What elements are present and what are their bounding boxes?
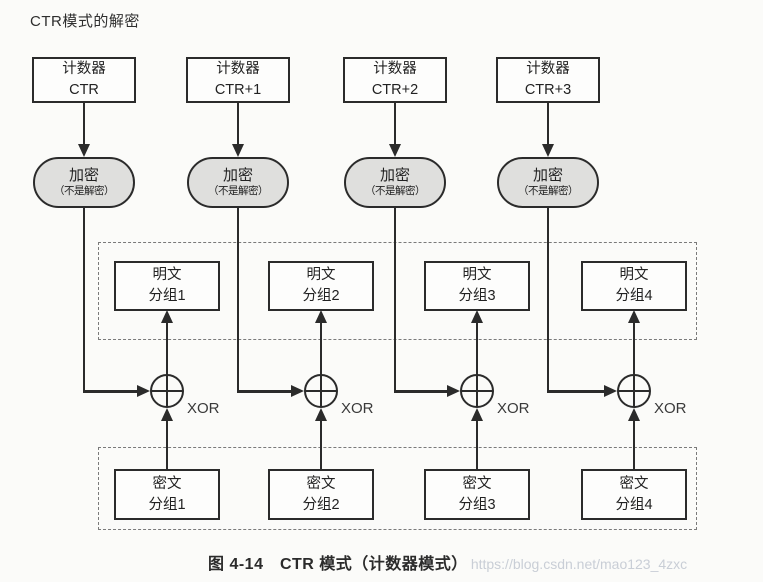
encrypt-label: 加密 xyxy=(222,167,253,184)
plaintext-box: 明文 分组3 xyxy=(424,261,530,311)
plaintext-box: 明文 分组2 xyxy=(268,261,374,311)
encrypt-label: 加密 xyxy=(379,167,410,184)
plaintext-group: 分组4 xyxy=(615,288,653,304)
arrowhead-up-icon xyxy=(470,310,483,323)
arrowhead-up-icon xyxy=(160,408,173,421)
counter-label: 计数器 xyxy=(373,61,417,77)
encrypt-note: （不是解密） xyxy=(518,185,579,197)
counter-label: 计数器 xyxy=(62,61,106,77)
counter-to-encrypt-line xyxy=(546,102,550,147)
xor-to-plaintext-line xyxy=(475,322,479,375)
ciphertext-dashed-container xyxy=(98,447,697,530)
watermark-url: https://blog.csdn.net/mao123_4zxc xyxy=(470,556,688,572)
xor-circle-icon xyxy=(617,374,651,408)
counter-to-encrypt-line xyxy=(82,102,86,147)
arrowhead-up-icon xyxy=(314,408,327,421)
encrypt-label: 加密 xyxy=(532,167,563,184)
ciphertext-group: 分组3 xyxy=(458,496,496,513)
arrowhead-down-icon xyxy=(77,144,90,157)
ciphertext-box: 密文 分组4 xyxy=(581,469,687,520)
encrypt-note: （不是解密） xyxy=(365,185,426,197)
keystream-line-horizontal xyxy=(546,390,605,393)
encrypt-label: 加密 xyxy=(68,167,99,184)
plaintext-group: 分组2 xyxy=(302,288,340,304)
xor-label: XOR xyxy=(187,400,220,417)
counter-box: 计数器 CTR+2 xyxy=(343,57,447,103)
arrowhead-up-icon xyxy=(314,310,327,323)
xor-to-plaintext-line xyxy=(632,322,636,375)
ciphertext-box: 密文 分组3 xyxy=(424,469,530,520)
keystream-line-vertical xyxy=(236,207,240,393)
arrowhead-right-icon xyxy=(447,384,460,397)
plaintext-group: 分组3 xyxy=(458,288,496,304)
plaintext-box: 明文 分组1 xyxy=(114,261,220,311)
arrowhead-right-icon xyxy=(137,384,150,397)
counter-to-encrypt-line xyxy=(236,102,240,147)
arrowhead-up-icon xyxy=(627,408,640,421)
arrowhead-down-icon xyxy=(231,144,244,157)
plaintext-label: 明文 xyxy=(152,267,182,283)
xor-circle-icon xyxy=(304,374,338,408)
arrowhead-up-icon xyxy=(470,408,483,421)
counter-box: 计数器 CTR xyxy=(32,57,136,103)
ciphertext-group: 分组2 xyxy=(302,496,340,513)
keystream-line-horizontal xyxy=(393,390,448,393)
xor-label: XOR xyxy=(497,400,530,417)
ciphertext-to-xor-line xyxy=(165,420,169,470)
counter-value: CTR+3 xyxy=(524,82,572,98)
keystream-line-vertical xyxy=(82,207,86,393)
encrypt-pill: 加密 （不是解密） xyxy=(187,157,289,208)
keystream-line-vertical xyxy=(393,207,397,393)
ciphertext-box: 密文 分组1 xyxy=(114,469,220,520)
encrypt-note: （不是解密） xyxy=(54,185,115,197)
diagram-title: CTR模式的解密 xyxy=(30,13,140,30)
ciphertext-box: 密文 分组2 xyxy=(268,469,374,520)
counter-box: 计数器 CTR+3 xyxy=(496,57,600,103)
plaintext-box: 明文 分组4 xyxy=(581,261,687,311)
ciphertext-group: 分组1 xyxy=(148,496,186,513)
figure-caption-row: 图 4-14 CTR 模式（计数器模式） https://blog.csdn.n… xyxy=(208,550,687,574)
ciphertext-to-xor-line xyxy=(475,420,479,470)
counter-label: 计数器 xyxy=(216,61,260,77)
counter-to-encrypt-line xyxy=(393,102,397,147)
keystream-line-horizontal xyxy=(236,390,292,393)
counter-label: 计数器 xyxy=(526,61,570,77)
ciphertext-to-xor-line xyxy=(632,420,636,470)
counter-box: 计数器 CTR+1 xyxy=(186,57,290,103)
counter-value: CTR xyxy=(69,82,99,98)
plaintext-group: 分组1 xyxy=(148,288,186,304)
ciphertext-label: 密文 xyxy=(306,475,336,492)
plaintext-dashed-container xyxy=(98,242,697,340)
arrowhead-down-icon xyxy=(541,144,554,157)
ciphertext-to-xor-line xyxy=(319,420,323,470)
plaintext-label: 明文 xyxy=(306,267,336,283)
keystream-line-vertical xyxy=(546,207,550,393)
ciphertext-label: 密文 xyxy=(152,475,182,492)
encrypt-pill: 加密 （不是解密） xyxy=(344,157,446,208)
counter-value: CTR+1 xyxy=(214,82,262,98)
plaintext-label: 明文 xyxy=(462,267,492,283)
xor-circle-icon xyxy=(150,374,184,408)
ciphertext-label: 密文 xyxy=(462,475,492,492)
ciphertext-group: 分组4 xyxy=(615,496,653,513)
arrowhead-down-icon xyxy=(388,144,401,157)
arrowhead-up-icon xyxy=(627,310,640,323)
keystream-line-horizontal xyxy=(82,390,138,393)
counter-value: CTR+2 xyxy=(371,82,419,98)
figure-caption: 图 4-14 CTR 模式（计数器模式） xyxy=(208,556,468,573)
encrypt-note: （不是解密） xyxy=(208,185,269,197)
plaintext-label: 明文 xyxy=(619,267,649,283)
xor-to-plaintext-line xyxy=(319,322,323,375)
xor-circle-icon xyxy=(460,374,494,408)
xor-to-plaintext-line xyxy=(165,322,169,375)
arrowhead-right-icon xyxy=(291,384,304,397)
arrowhead-right-icon xyxy=(604,384,617,397)
xor-label: XOR xyxy=(654,400,687,417)
arrowhead-up-icon xyxy=(160,310,173,323)
encrypt-pill: 加密 （不是解密） xyxy=(33,157,135,208)
xor-label: XOR xyxy=(341,400,374,417)
encrypt-pill: 加密 （不是解密） xyxy=(497,157,599,208)
ciphertext-label: 密文 xyxy=(619,475,649,492)
